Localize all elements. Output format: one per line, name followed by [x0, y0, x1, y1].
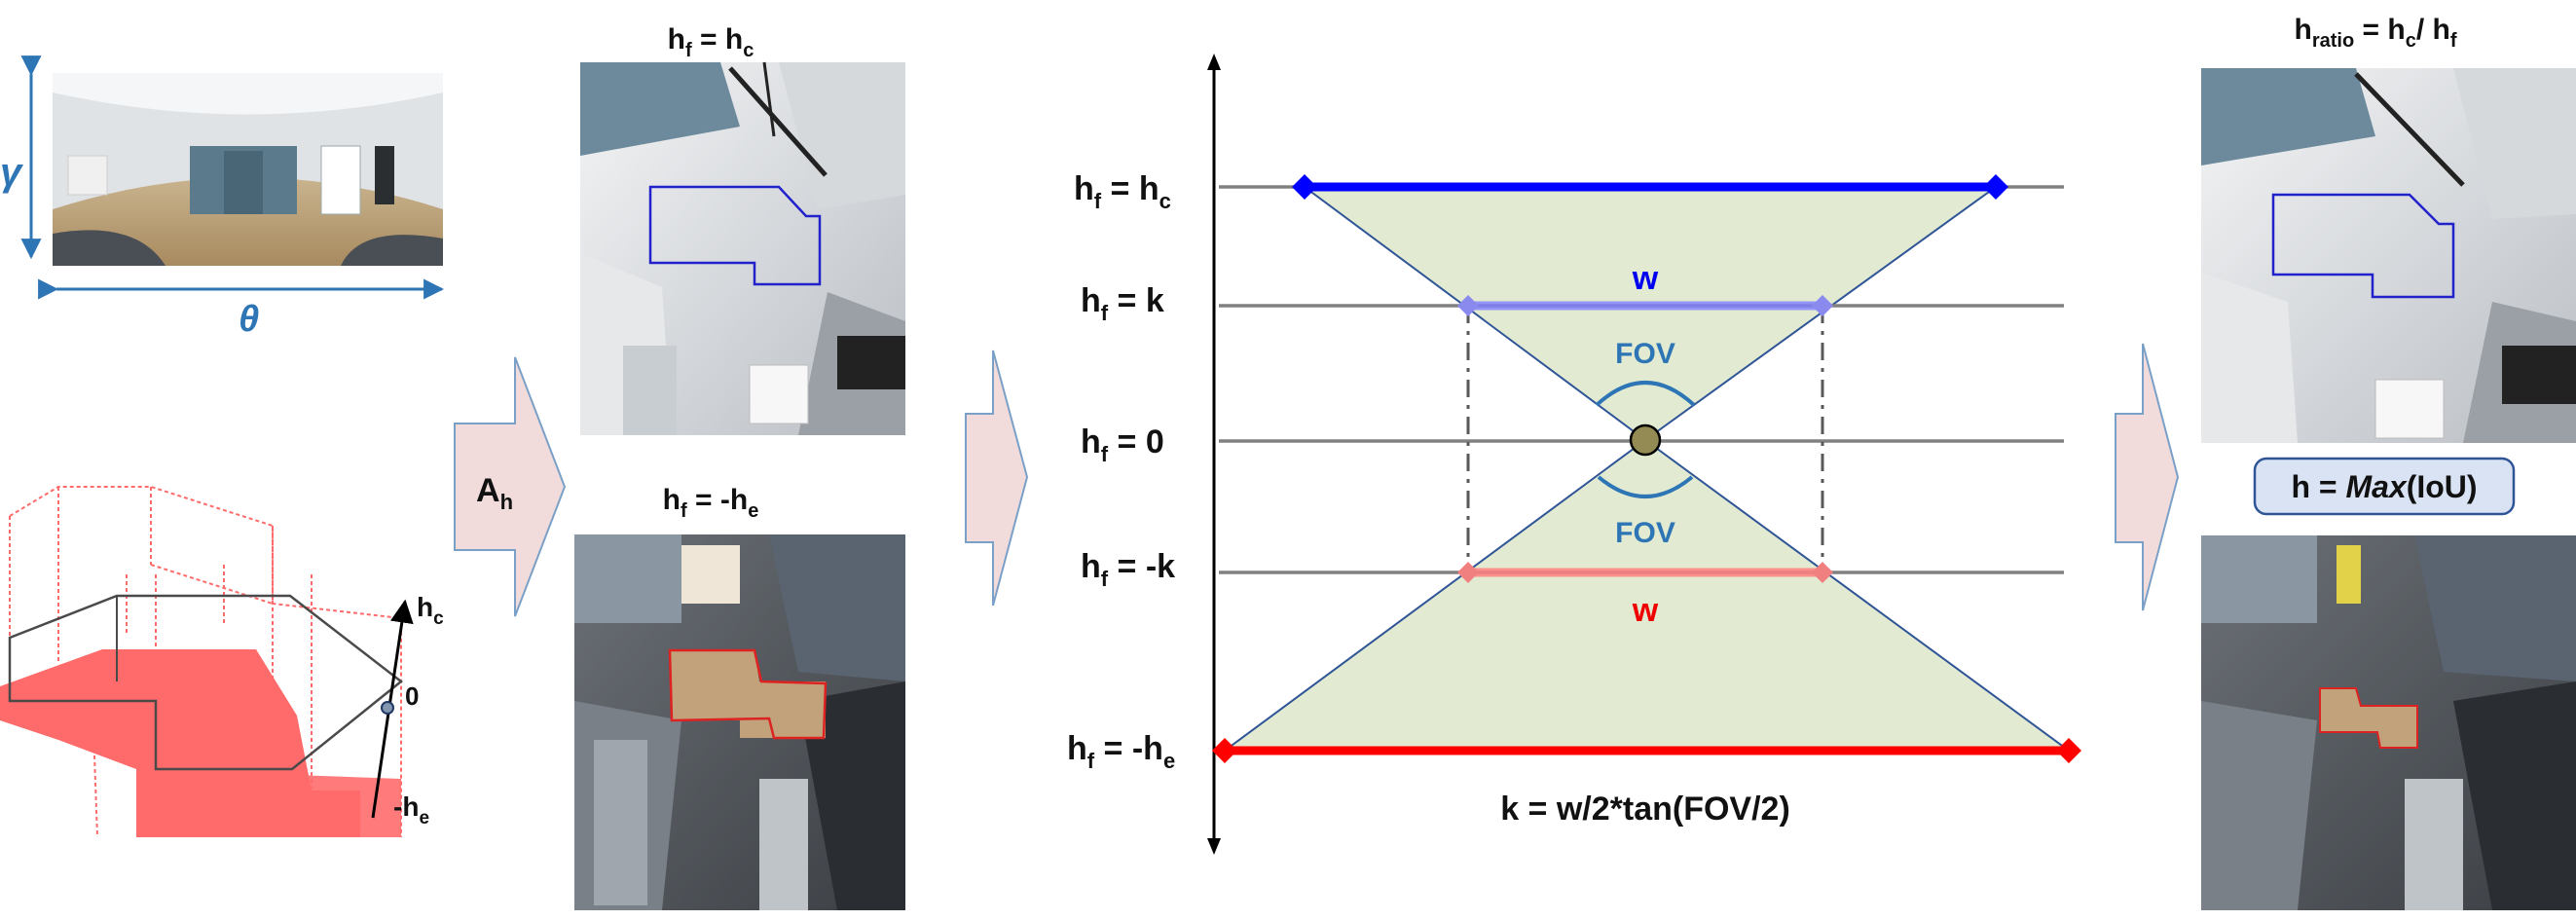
ceiling-view-image — [580, 61, 905, 435]
upper-fov-triangle — [1301, 186, 2000, 442]
ceiling-layout-polygon — [648, 185, 822, 286]
row-label-neg-k: hf = -k — [1081, 548, 1175, 591]
ratio-layout-polygon — [2271, 193, 2455, 299]
arrow-right — [2115, 343, 2180, 611]
row-label-0: hf = 0 — [1081, 423, 1164, 466]
arrow-ah — [454, 356, 567, 617]
ratio-ceiling-image — [2201, 68, 2576, 443]
height-axis — [371, 599, 414, 819]
gamma-label: γ — [0, 151, 24, 194]
camera-center — [1629, 423, 1662, 457]
row-label-k: hf = k — [1081, 282, 1164, 325]
camera-center-dot — [381, 701, 394, 715]
box-hc-label: hc — [417, 592, 444, 629]
box-he-label: -he — [393, 791, 429, 828]
floor-layout-polygon — [668, 648, 828, 740]
w-label-bottom: w — [1632, 592, 1659, 629]
col2-bottom-title: hf = -he — [663, 484, 759, 522]
ratio-floor-image — [2201, 535, 2576, 910]
theta-label: θ — [239, 299, 259, 340]
ratio-floor-layout-polygon — [2319, 687, 2418, 749]
row-label-he: hf = -he — [1067, 730, 1175, 773]
fov-diagram — [1207, 54, 2081, 855]
fov-label-top: FOV — [1615, 338, 1675, 370]
floor-view-image — [574, 534, 905, 910]
ah-label: Ah — [476, 472, 513, 514]
fov-label-bottom: FOV — [1615, 517, 1675, 549]
fov-arc-top — [1595, 381, 1696, 407]
max-iou-box — [2253, 457, 2516, 516]
fov-arc-bottom — [1597, 475, 1694, 498]
col4-title: hratio = hc/ hf — [2295, 14, 2457, 52]
box-zero-label: 0 — [405, 681, 419, 711]
row-label-hc: hf = hc — [1074, 170, 1171, 213]
room-3d-layout — [0, 486, 404, 838]
arrow-mid — [965, 350, 1029, 607]
panorama-image — [53, 73, 443, 266]
col2-top-title: hf = hc — [668, 23, 754, 61]
k-formula: k = w/2*tan(FOV/2) — [1500, 791, 1790, 828]
w-label-top: w — [1632, 260, 1659, 297]
max-iou-label: h = Max(IoU) — [2291, 469, 2477, 504]
